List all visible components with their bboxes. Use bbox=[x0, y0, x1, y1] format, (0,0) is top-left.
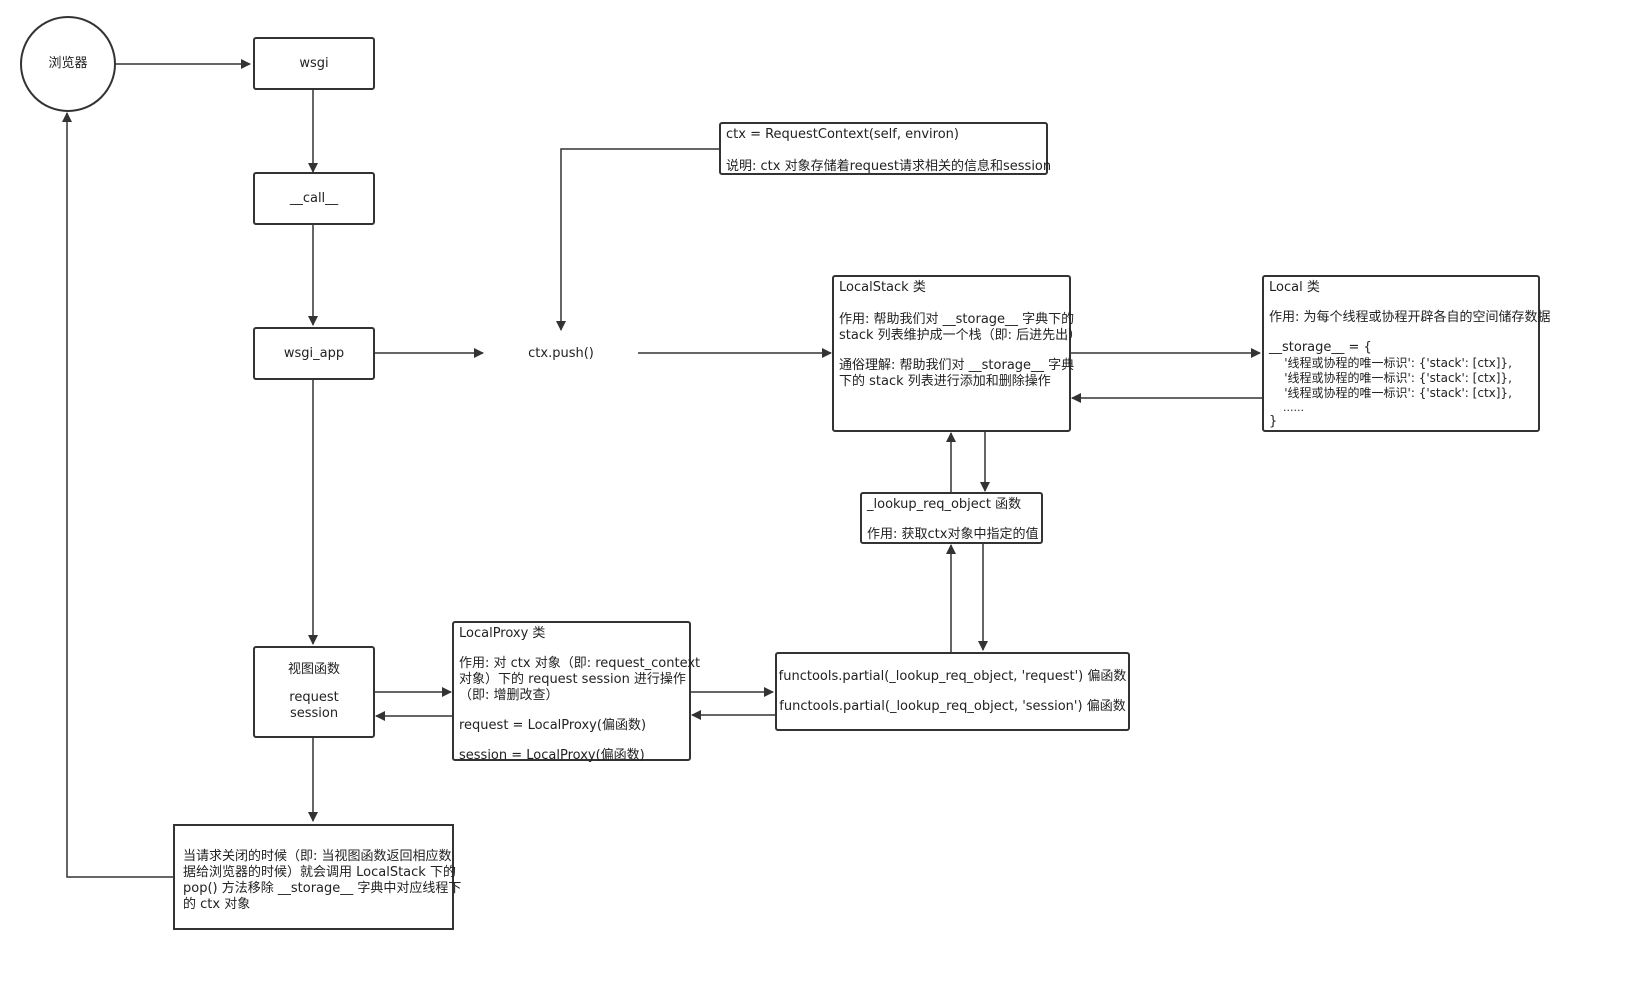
local-storage-open: __storage__ = { bbox=[1269, 340, 1372, 355]
localstack-purpose-line2: stack 列表维护成一个栈（即: 后进先出） bbox=[839, 328, 1082, 343]
browser-label: 浏览器 bbox=[48, 56, 88, 71]
wsgi-label: wsgi bbox=[299, 55, 329, 71]
local-storage-entry-3: '线程或协程的唯一标识': {'stack': [ctx]}, bbox=[1269, 386, 1512, 400]
request-context-line1: ctx = RequestContext(self, environ) bbox=[726, 127, 959, 142]
view-function-node: 视图函数 request session bbox=[253, 646, 375, 738]
localstack-plain-line2: 下的 stack 列表进行添加和删除操作 bbox=[839, 374, 1051, 389]
lookup-node: _lookup_req_object 函数 作用: 获取ctx对象中指定的值 bbox=[860, 492, 1043, 544]
request-close-line3: pop() 方法移除 __storage__ 字典中对应线程下 bbox=[183, 881, 462, 896]
ctx-push-node: ctx.push() bbox=[485, 340, 637, 366]
partial-request: functools.partial(_lookup_req_object, 'r… bbox=[778, 668, 1127, 684]
partial-session: functools.partial(_lookup_req_object, 's… bbox=[779, 698, 1126, 714]
local-desc: 作用: 为每个线程或协程开辟各自的空间储存数据 bbox=[1269, 310, 1551, 325]
localproxy-session: session = LocalProxy(偏函数) bbox=[459, 748, 645, 763]
wsgi-node: wsgi bbox=[253, 37, 375, 90]
wsgi-app-node: wsgi_app bbox=[253, 327, 375, 380]
call-node: __call__ bbox=[253, 172, 375, 225]
local-storage-ellipsis: ...... bbox=[1269, 401, 1304, 414]
localproxy-request: request = LocalProxy(偏函数) bbox=[459, 718, 647, 733]
edge-requestcontext-to-ctxpush bbox=[556, 148, 719, 331]
localstack-title: LocalStack 类 bbox=[839, 280, 926, 295]
localproxy-desc-line1: 作用: 对 ctx 对象（即: request_context bbox=[459, 656, 701, 671]
localstack-node: LocalStack 类 作用: 帮助我们对 __storage__ 字典下的 … bbox=[832, 275, 1082, 432]
lookup-desc: 作用: 获取ctx对象中指定的值 bbox=[867, 527, 1039, 542]
localproxy-desc-line2: 对象）下的 request session 进行操作 bbox=[459, 672, 686, 687]
request-close-line2: 据给浏览器的时候）就会调用 LocalStack 下的 bbox=[183, 865, 456, 880]
ctx-push-label: ctx.push() bbox=[528, 345, 594, 361]
partial-node: functools.partial(_lookup_req_object, 'r… bbox=[775, 652, 1130, 731]
request-close-line4: 的 ctx 对象 bbox=[183, 897, 251, 912]
local-storage-entry-1: '线程或协程的唯一标识': {'stack': [ctx]}, bbox=[1269, 356, 1512, 370]
local-title: Local 类 bbox=[1269, 280, 1320, 295]
call-label: __call__ bbox=[289, 190, 339, 206]
lookup-title: _lookup_req_object 函数 bbox=[867, 497, 1022, 512]
localstack-plain-line1: 通俗理解: 帮助我们对 __storage__ 字典 bbox=[839, 358, 1075, 373]
localproxy-title: LocalProxy 类 bbox=[459, 626, 546, 641]
localstack-purpose-line1: 作用: 帮助我们对 __storage__ 字典下的 bbox=[839, 312, 1075, 327]
view-function-session: session bbox=[289, 706, 339, 721]
localproxy-desc-line3: （即: 增删改查） bbox=[459, 688, 559, 703]
request-context-line2: 说明: ctx 对象存储着request请求相关的信息和session bbox=[726, 159, 1052, 174]
request-context-node: ctx = RequestContext(self, environ) 说明: … bbox=[719, 122, 1052, 175]
request-close-line1: 当请求关闭的时候（即: 当视图函数返回相应数 bbox=[183, 849, 452, 864]
local-storage-close: } bbox=[1269, 414, 1278, 429]
wsgi-app-label: wsgi_app bbox=[283, 345, 345, 361]
local-storage-entry-2: '线程或协程的唯一标识': {'stack': [ctx]}, bbox=[1269, 371, 1512, 385]
view-function-title: 视图函数 bbox=[287, 662, 340, 677]
request-close-node: 当请求关闭的时候（即: 当视图函数返回相应数 据给浏览器的时候）就会调用 Loc… bbox=[173, 824, 462, 930]
view-function-request: request bbox=[289, 690, 339, 705]
localproxy-node: LocalProxy 类 作用: 对 ctx 对象（即: request_con… bbox=[452, 621, 701, 763]
browser-node: 浏览器 bbox=[20, 16, 116, 112]
local-node: Local 类 作用: 为每个线程或协程开辟各自的空间储存数据 __storag… bbox=[1262, 275, 1551, 432]
edge-close-to-browser bbox=[62, 112, 173, 878]
